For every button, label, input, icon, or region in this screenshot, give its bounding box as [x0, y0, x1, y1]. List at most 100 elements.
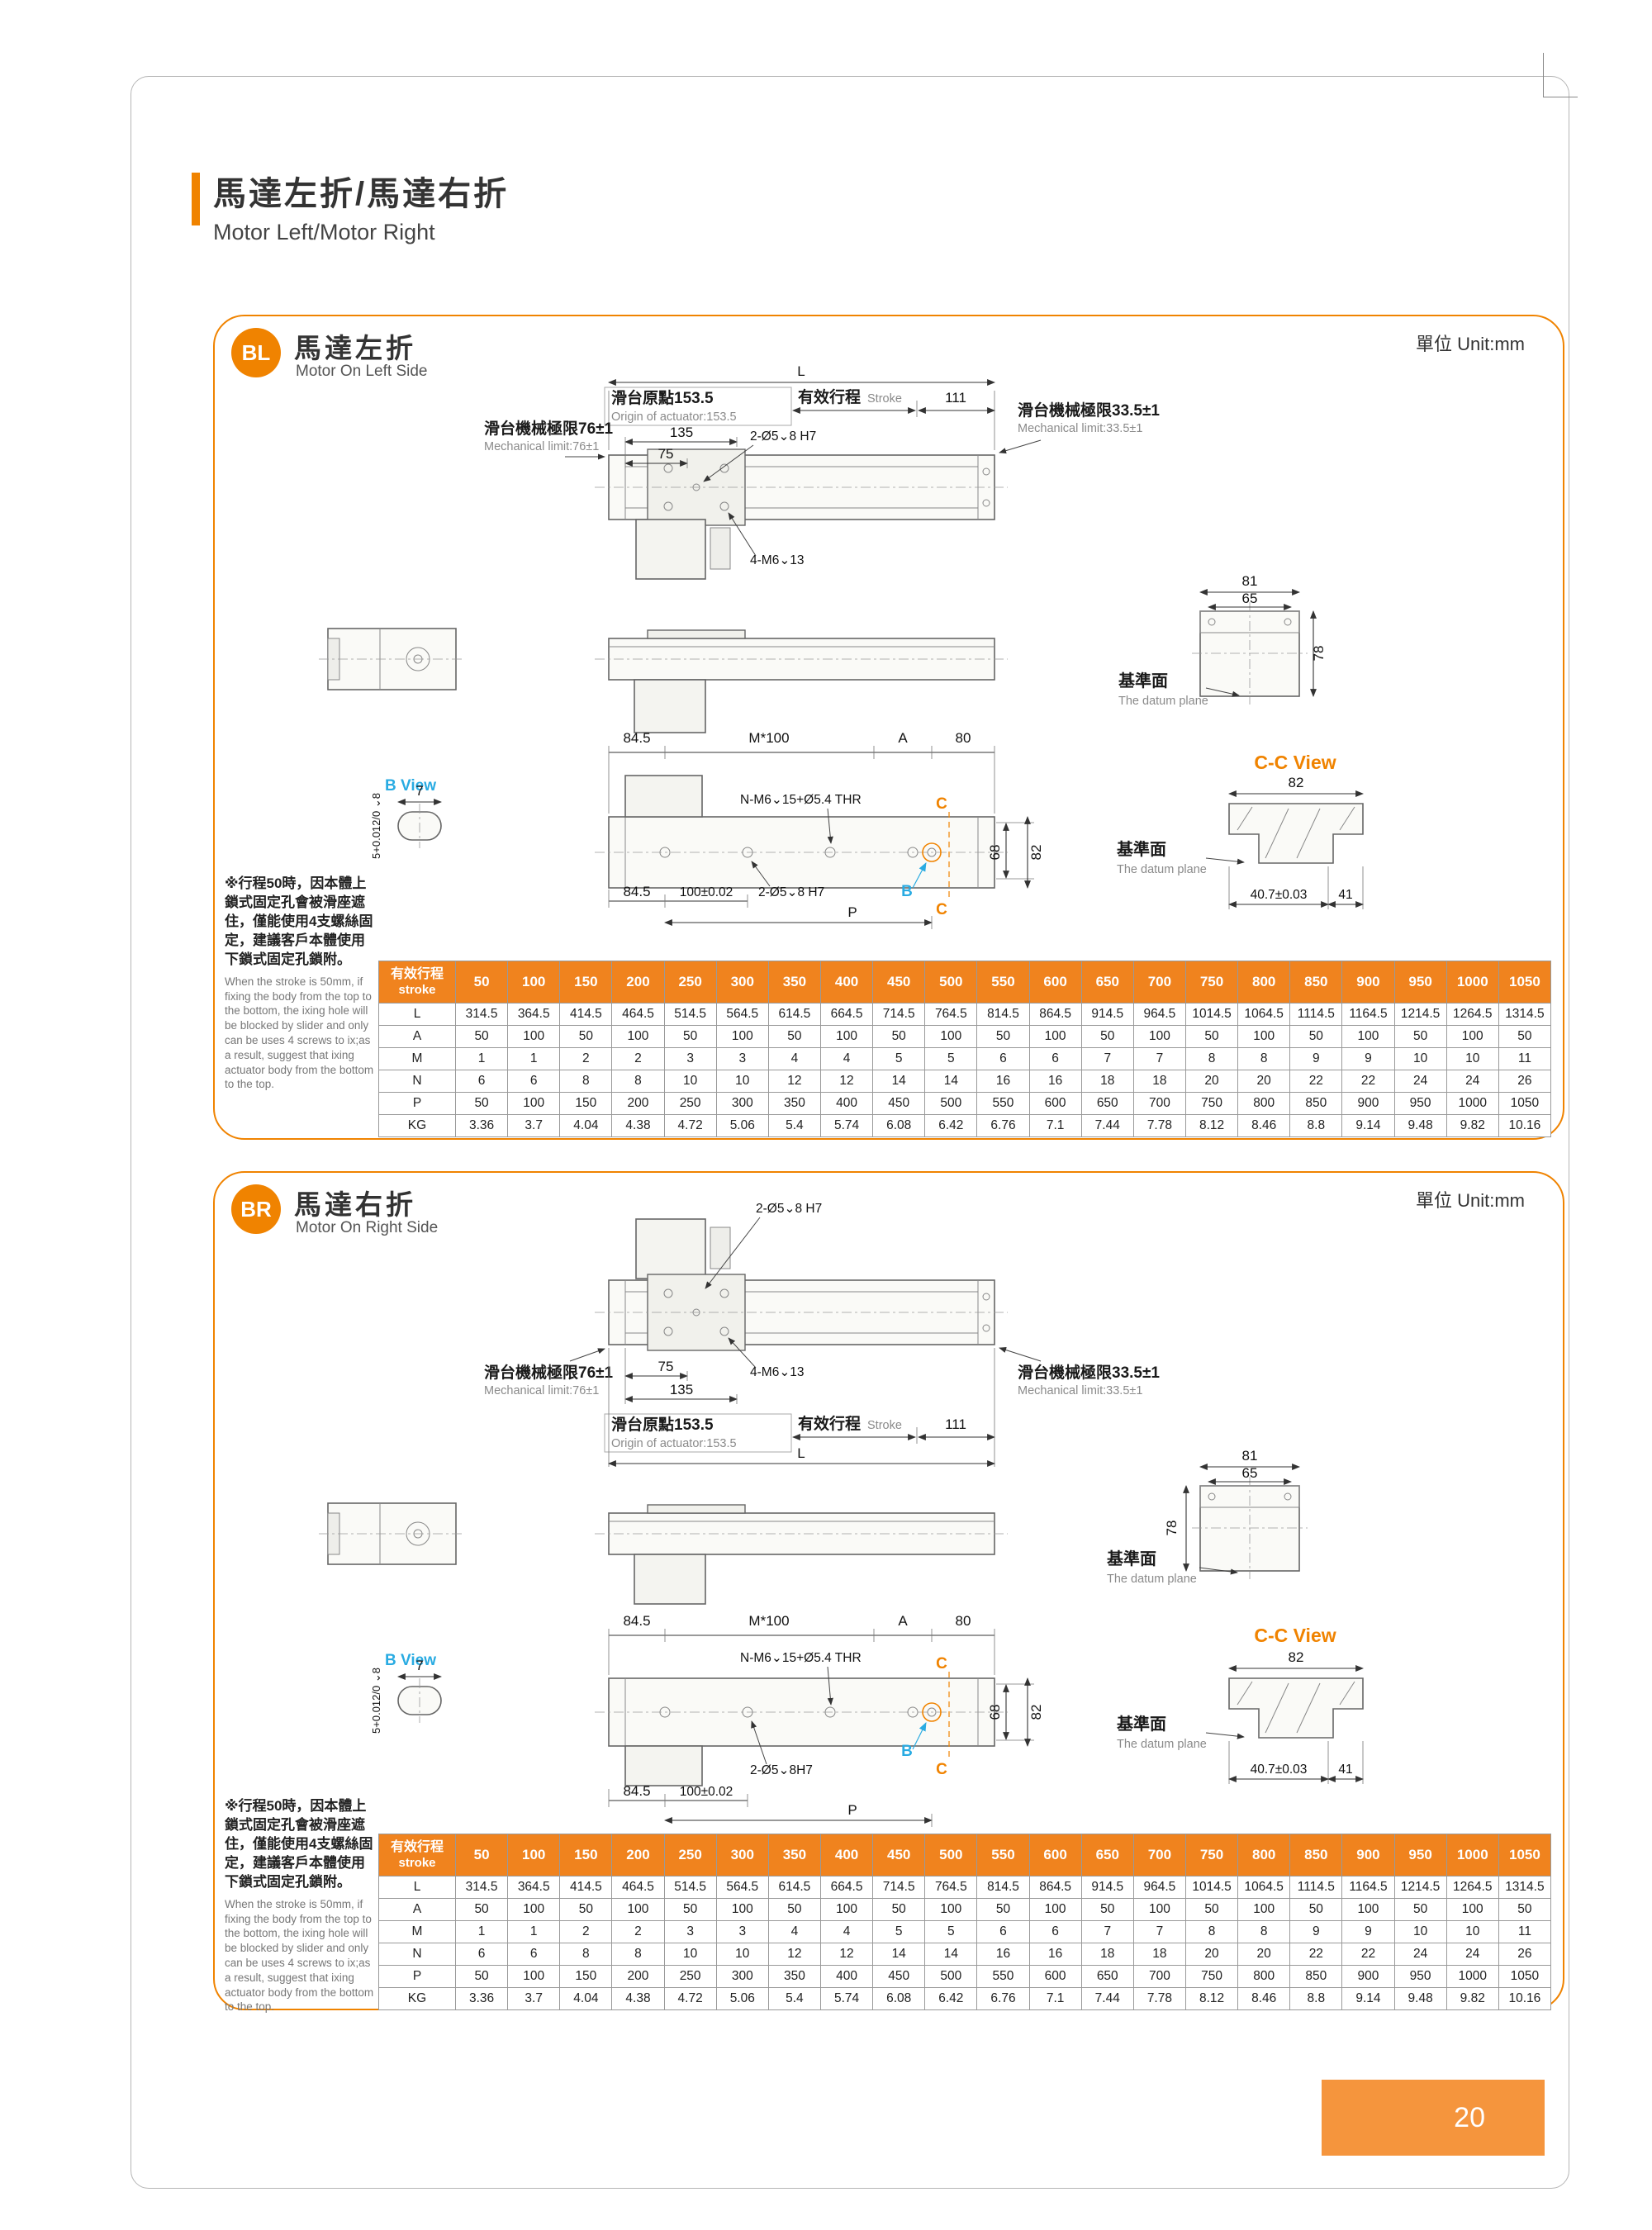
table-cell: 100 [1446, 1025, 1499, 1048]
table-cell: 9 [1289, 1047, 1343, 1070]
table-cell: 10 [663, 1943, 717, 1966]
br-b-view: B View 7 5+0.012/0 ⌄8 [370, 1652, 442, 1734]
table-cell: 5 [924, 1920, 978, 1943]
stroke-column-header: 50 [454, 1834, 509, 1877]
stroke-column-header: 400 [819, 961, 874, 1004]
table-cell: 6 [454, 1943, 509, 1966]
table-cell: 6 [976, 1920, 1030, 1943]
bl-dim-84-5-bottom: 84.5 [623, 884, 650, 899]
table-cell: 11 [1498, 1920, 1552, 1943]
table-cell: 9.82 [1446, 1114, 1499, 1137]
stroke-column-header: 350 [767, 1834, 821, 1877]
stroke-column-header: 50 [454, 961, 509, 1004]
table-cell: 14 [872, 1070, 926, 1093]
table-cell: 100 [1341, 1898, 1395, 1921]
table-cell: 50 [1184, 1025, 1239, 1048]
bl-dim-78: 78 [1311, 646, 1327, 662]
table-cell: 16 [1028, 1943, 1082, 1966]
stroke-column-header: 150 [559, 1834, 613, 1877]
table-cell: 500 [924, 1092, 978, 1115]
br-datum2-zh: 基準面 [1117, 1714, 1166, 1734]
table-cell: 864.5 [1028, 1003, 1082, 1026]
table-cell: 8.46 [1237, 1114, 1291, 1137]
br-dim-75: 75 [658, 1359, 674, 1374]
table-cell: 150 [559, 1965, 613, 1988]
table-cell: 7 [1132, 1047, 1186, 1070]
table-cell: 8.8 [1289, 1114, 1343, 1137]
row-label: P [378, 1092, 456, 1115]
bl-technical-drawing: L 滑台原點153.5 Origin of actuator:153.5 有效行… [319, 363, 1364, 929]
table-cell: 4 [819, 1920, 874, 1943]
br-dim-P: P [847, 1802, 857, 1818]
page-number: 20 [1454, 2101, 1485, 2133]
table-cell: 100 [924, 1898, 978, 1921]
br-dim-135: 135 [670, 1382, 693, 1397]
table-cell: 11 [1498, 1047, 1552, 1070]
table-cell: 714.5 [872, 1876, 926, 1899]
br-hole-label: 2-Ø5⌄8 H7 [756, 1202, 822, 1216]
br-dim-82: 82 [1028, 1705, 1044, 1720]
row-label: M [378, 1047, 456, 1070]
table-cell: 250 [663, 1092, 717, 1115]
table-cell: 750 [1184, 1965, 1239, 1988]
bl-dim-82-cc: 82 [1289, 775, 1304, 790]
br-b-view-tolerance: 5+0.012/0 ⌄8 [370, 1668, 382, 1734]
table-cell: 12 [819, 1943, 874, 1966]
stroke-column-header: 850 [1289, 961, 1343, 1004]
table-cell: 5.74 [819, 1987, 874, 2010]
table-cell: 18 [1132, 1070, 1186, 1093]
table-cell: 4 [819, 1047, 874, 1070]
table-cell: 564.5 [715, 1876, 769, 1899]
table-cell: 4.38 [611, 1114, 665, 1137]
table-cell: 12 [767, 1070, 821, 1093]
stroke-column-header: 550 [976, 1834, 1030, 1877]
br-dim-7: 7 [415, 1658, 423, 1673]
table-cell: 20 [1184, 1943, 1239, 1966]
row-label: KG [378, 1114, 456, 1137]
br-datum2-en: The datum plane [1117, 1738, 1207, 1751]
bl-mech-left-zh: 滑台機械極限76±1 [484, 419, 614, 438]
br-mech-right-en: Mechanical limit:33.5±1 [1018, 1384, 1142, 1397]
br-dim-65: 65 [1242, 1465, 1258, 1481]
table-cell: 364.5 [507, 1003, 561, 1026]
table-cell: 50 [559, 1025, 613, 1048]
table-cell: 400 [819, 1965, 874, 1988]
table-cell: 150 [559, 1092, 613, 1115]
row-label: A [378, 1898, 456, 1921]
table-cell: 950 [1393, 1965, 1447, 1988]
table-cell: 2 [611, 1047, 665, 1070]
table-cell: 10 [1446, 1920, 1499, 1943]
br-bottom-annotations: N-M6⌄15+Ø5.4 THR C C 68 82 2-Ø5⌄8H7 84.5… [608, 1651, 1044, 1827]
panel-bl-title-en: Motor On Left Side [296, 363, 428, 380]
table-cell: 514.5 [663, 1876, 717, 1899]
table-cell: 1314.5 [1498, 1003, 1552, 1026]
br-mech-left-zh: 滑台機械極限76±1 [484, 1363, 614, 1382]
table-cell: 714.5 [872, 1003, 926, 1026]
table-cell: 800 [1237, 1965, 1291, 1988]
br-technical-drawing: 2-Ø5⌄8 H7 4-M6⌄13 75 135 滑台機械極限76±1 Mech… [319, 1202, 1364, 1827]
table-cell: 800 [1237, 1092, 1291, 1115]
bl-bottom-dimensions-top: 84.5 M*100 A 80 [608, 730, 995, 814]
table-cell: 1064.5 [1237, 1003, 1291, 1026]
table-cell: 9.48 [1393, 1987, 1447, 2010]
table-cell: 6 [507, 1943, 561, 1966]
table-cell: 5.74 [819, 1114, 874, 1137]
table-cell: 100 [1446, 1898, 1499, 1921]
table-cell: 22 [1289, 1070, 1343, 1093]
table-cell: 450 [872, 1965, 926, 1988]
table-cell: 650 [1080, 1965, 1134, 1988]
table-cell: 614.5 [767, 1003, 821, 1026]
bl-cc-view-title: C-C View [1254, 752, 1336, 773]
table-cell: 300 [715, 1092, 769, 1115]
br-dim-80: 80 [956, 1613, 971, 1629]
table-cell: 50 [663, 1898, 717, 1921]
table-cell: 26 [1498, 1943, 1552, 1966]
bl-stroke-en: Stroke [867, 392, 902, 406]
table-cell: 6 [507, 1070, 561, 1093]
table-cell: 1014.5 [1184, 1003, 1239, 1026]
bl-hole-label-bottom: 2-Ø5⌄8 H7 [758, 885, 824, 899]
table-cell: 22 [1341, 1070, 1395, 1093]
table-cell: 650 [1080, 1092, 1134, 1115]
